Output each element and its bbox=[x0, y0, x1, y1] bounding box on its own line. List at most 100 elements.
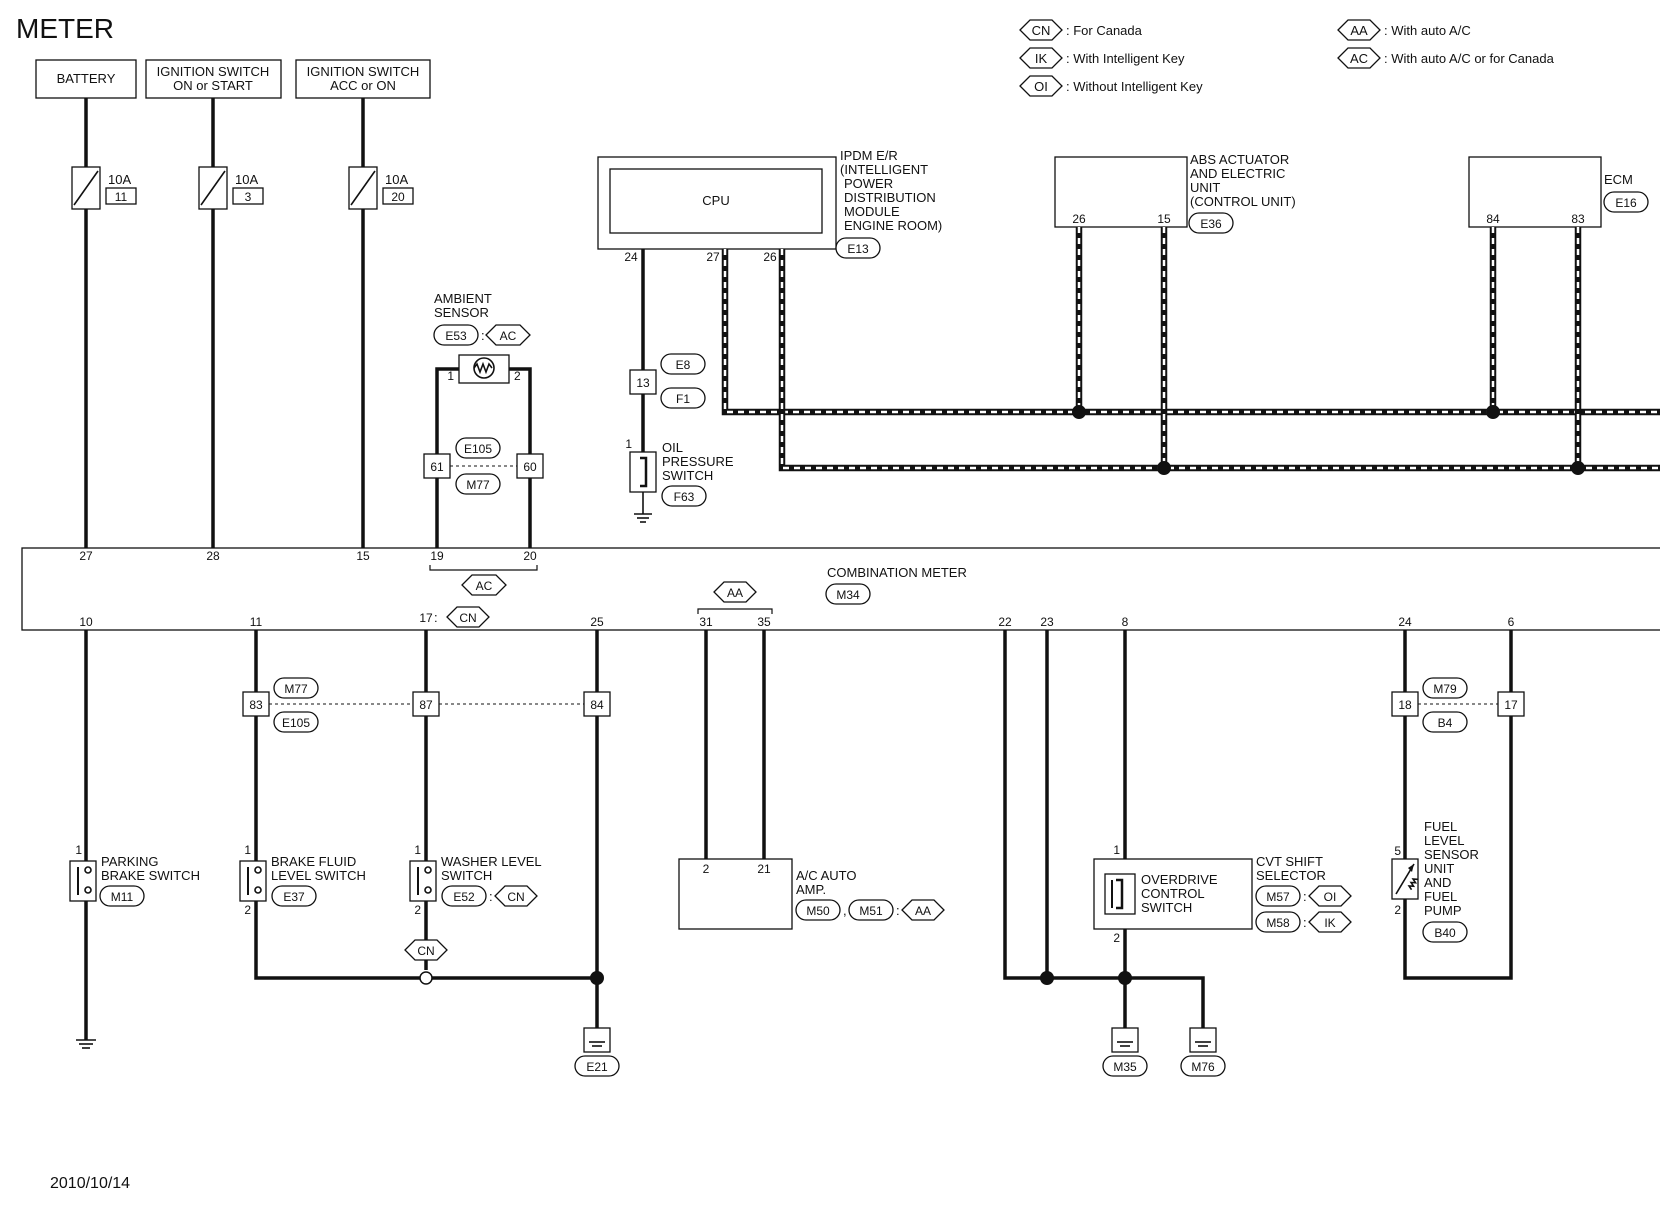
svg-text:28: 28 bbox=[206, 549, 220, 563]
svg-text:COMBINATION METER: COMBINATION METER bbox=[827, 565, 967, 580]
svg-text:M77: M77 bbox=[284, 682, 308, 696]
svg-text:E36: E36 bbox=[1200, 217, 1222, 231]
svg-text:1: 1 bbox=[1113, 843, 1120, 857]
svg-text:M76: M76 bbox=[1191, 1060, 1215, 1074]
svg-text:M57: M57 bbox=[1266, 890, 1290, 904]
abs-actuator-unit: ABS ACTUATOR AND ELECTRIC UNIT (CONTROL … bbox=[1054, 152, 1296, 234]
svg-text:IGNITION SWITCH: IGNITION SWITCH bbox=[157, 64, 270, 79]
svg-text:M34: M34 bbox=[836, 588, 860, 602]
svg-text::: : bbox=[1303, 889, 1307, 904]
svg-text:FUEL: FUEL bbox=[1424, 819, 1457, 834]
svg-text:ON or START: ON or START bbox=[173, 78, 253, 93]
svg-text:11: 11 bbox=[115, 190, 128, 204]
svg-text:M58: M58 bbox=[1266, 916, 1290, 930]
svg-text:OIL: OIL bbox=[662, 440, 683, 455]
svg-text::: : bbox=[481, 328, 485, 343]
svg-text:22: 22 bbox=[998, 615, 1012, 629]
svg-text:1: 1 bbox=[244, 843, 251, 857]
svg-text:BATTERY: BATTERY bbox=[57, 71, 116, 86]
ignition-acc-on-source: IGNITION SWITCH ACC or ON bbox=[295, 59, 431, 99]
svg-text:31: 31 bbox=[699, 615, 713, 629]
svg-text:E16: E16 bbox=[1615, 196, 1637, 210]
svg-text:CPU: CPU bbox=[702, 193, 729, 208]
svg-text:E37: E37 bbox=[283, 890, 305, 904]
svg-text:BRAKE FLUID: BRAKE FLUID bbox=[271, 854, 356, 869]
svg-text:1: 1 bbox=[447, 369, 454, 383]
svg-text:AC: AC bbox=[1350, 51, 1368, 66]
svg-text:10A: 10A bbox=[235, 172, 258, 187]
svg-text:A/C AUTO: A/C AUTO bbox=[796, 868, 856, 883]
svg-text:AND: AND bbox=[1424, 875, 1451, 890]
svg-text:E8: E8 bbox=[676, 358, 691, 372]
svg-text:84: 84 bbox=[1486, 212, 1500, 226]
svg-text:2: 2 bbox=[1113, 931, 1120, 945]
svg-text:IGNITION SWITCH: IGNITION SWITCH bbox=[307, 64, 420, 79]
svg-text:F1: F1 bbox=[676, 392, 690, 406]
svg-text:2: 2 bbox=[1394, 903, 1401, 917]
legend-item-oi: OI : Without Intelligent Key bbox=[1019, 75, 1203, 97]
fuel-level-sensor-unit: 18 17 M79 B4 5 2 FUEL LEVEL SENSOR UNIT … bbox=[1391, 630, 1525, 980]
svg-text:IK: IK bbox=[1035, 51, 1048, 66]
legend: CN : For Canada IK : With Intelligent Ke… bbox=[1019, 19, 1555, 97]
svg-text:AND ELECTRIC: AND ELECTRIC bbox=[1190, 166, 1285, 181]
svg-text:35: 35 bbox=[757, 615, 771, 629]
svg-text:2: 2 bbox=[414, 903, 421, 917]
svg-text:25: 25 bbox=[590, 615, 604, 629]
svg-text:SWITCH: SWITCH bbox=[1141, 900, 1192, 915]
svg-text:84: 84 bbox=[590, 698, 604, 712]
svg-text:LEVEL SWITCH: LEVEL SWITCH bbox=[271, 868, 366, 883]
svg-text:ENGINE ROOM): ENGINE ROOM) bbox=[844, 218, 942, 233]
ground-m35: M35 bbox=[1102, 1027, 1148, 1077]
svg-text:AMP.: AMP. bbox=[796, 882, 826, 897]
svg-text:PUMP: PUMP bbox=[1424, 903, 1462, 918]
svg-text:AA: AA bbox=[915, 904, 931, 918]
svg-text:15: 15 bbox=[356, 549, 370, 563]
svg-text:OI: OI bbox=[1034, 79, 1048, 94]
svg-text:B40: B40 bbox=[1434, 926, 1456, 940]
svg-text:F63: F63 bbox=[674, 490, 695, 504]
ambient-sensor: AMBIENT SENSOR E53 : AC 1 2 61 60 E105 M… bbox=[423, 291, 544, 548]
svg-text:B4: B4 bbox=[1438, 716, 1453, 730]
oil-pressure-switch: 13 E8 F1 1 OIL PRESSURE SWITCH F63 bbox=[625, 249, 734, 523]
svg-text:E13: E13 bbox=[847, 242, 869, 256]
page-title: METER bbox=[16, 13, 114, 44]
svg-text:(INTELLIGENT: (INTELLIGENT bbox=[840, 162, 928, 177]
legend-item-cn: CN : For Canada bbox=[1019, 19, 1143, 41]
svg-text:SELECTOR: SELECTOR bbox=[1256, 868, 1326, 883]
svg-text:AA: AA bbox=[1350, 23, 1368, 38]
svg-text:19: 19 bbox=[430, 549, 444, 563]
ecm-unit: ECM E16 84 83 bbox=[1468, 156, 1649, 228]
svg-text:18: 18 bbox=[1398, 698, 1412, 712]
svg-text:3: 3 bbox=[245, 190, 252, 204]
cvt-shift-selector: 1 2 OVERDRIVE CONTROL SWITCH CVT SHIFT S… bbox=[1003, 630, 1352, 1028]
svg-text:6: 6 bbox=[1508, 615, 1515, 629]
ground-e21: E21 bbox=[254, 901, 620, 1077]
svg-text::: : bbox=[1303, 915, 1307, 930]
brake-fluid-level-switch: 1 2 BRAKE FLUID LEVEL SWITCH E37 bbox=[239, 843, 366, 917]
legend-item-aa: AA : With auto A/C bbox=[1337, 19, 1471, 41]
svg-text:20: 20 bbox=[391, 190, 405, 204]
svg-text:FUEL: FUEL bbox=[1424, 889, 1457, 904]
svg-text:PRESSURE: PRESSURE bbox=[662, 454, 734, 469]
svg-text:23: 23 bbox=[1040, 615, 1054, 629]
svg-text:OVERDRIVE: OVERDRIVE bbox=[1141, 872, 1218, 887]
legend-item-ik: IK : With Intelligent Key bbox=[1019, 47, 1185, 69]
svg-text:10: 10 bbox=[79, 615, 93, 629]
ignition-on-start-source: IGNITION SWITCH ON or START bbox=[145, 59, 282, 99]
ground-m76: M76 bbox=[1180, 1027, 1226, 1077]
svg-text:26: 26 bbox=[1072, 212, 1086, 226]
svg-text:(CONTROL UNIT): (CONTROL UNIT) bbox=[1190, 194, 1296, 209]
svg-text:1: 1 bbox=[414, 843, 421, 857]
svg-text:CN: CN bbox=[507, 890, 524, 904]
parking-brake-switch: 1 PARKING BRAKE SWITCH M11 bbox=[69, 630, 200, 1049]
svg-text:: With auto A/C or for Canada: : With auto A/C or for Canada bbox=[1384, 51, 1555, 66]
svg-text:M51: M51 bbox=[859, 904, 883, 918]
svg-text:8: 8 bbox=[1122, 615, 1129, 629]
svg-text::: : bbox=[489, 889, 493, 904]
svg-text:5: 5 bbox=[1394, 844, 1401, 858]
svg-text:17: 17 bbox=[1504, 698, 1518, 712]
svg-text:DISTRIBUTION: DISTRIBUTION bbox=[844, 190, 936, 205]
svg-text:AMBIENT: AMBIENT bbox=[434, 291, 492, 306]
svg-text:24: 24 bbox=[624, 250, 638, 264]
